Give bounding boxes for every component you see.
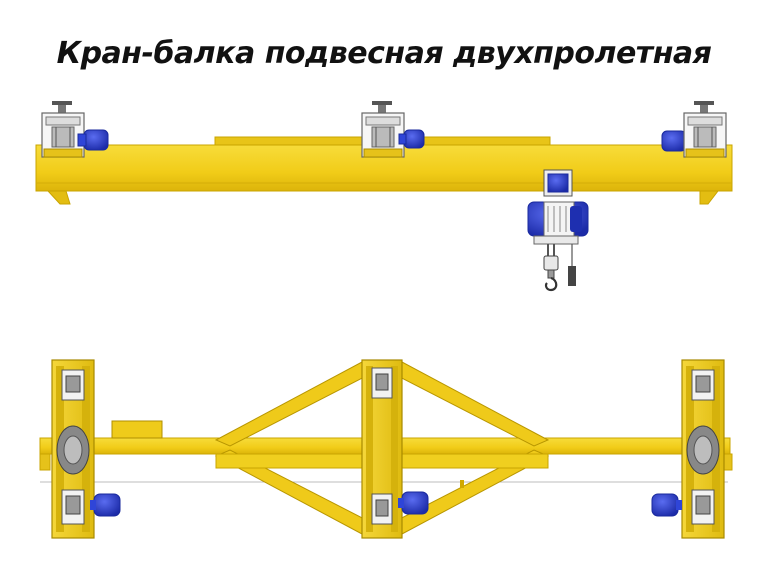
electric-motor-icon	[77, 129, 109, 151]
plan-view	[39, 359, 733, 539]
page-title: Кран-балка подвесная двухпролетная	[56, 36, 712, 71]
electric-motor-icon	[90, 493, 121, 517]
end-carriage-icon	[361, 101, 405, 158]
plan-control-box	[111, 420, 163, 439]
plan-truss	[214, 361, 550, 535]
electric-motor-icon	[651, 493, 682, 517]
electric-motor-icon	[398, 491, 429, 515]
end-carriage-icon	[41, 101, 85, 158]
side-view	[35, 101, 733, 292]
end-carriage-icon	[683, 101, 727, 158]
plan-carriage-right	[681, 359, 725, 539]
plan-carriage-left	[51, 359, 95, 539]
hoist-icon	[527, 169, 589, 286]
plan-hoist-marker	[460, 480, 464, 488]
hook-icon	[543, 244, 559, 292]
beam-end-left	[46, 190, 71, 205]
beam-end-right	[699, 190, 720, 205]
electric-motor-icon	[398, 129, 425, 149]
plan-carriage-middle	[361, 359, 403, 539]
